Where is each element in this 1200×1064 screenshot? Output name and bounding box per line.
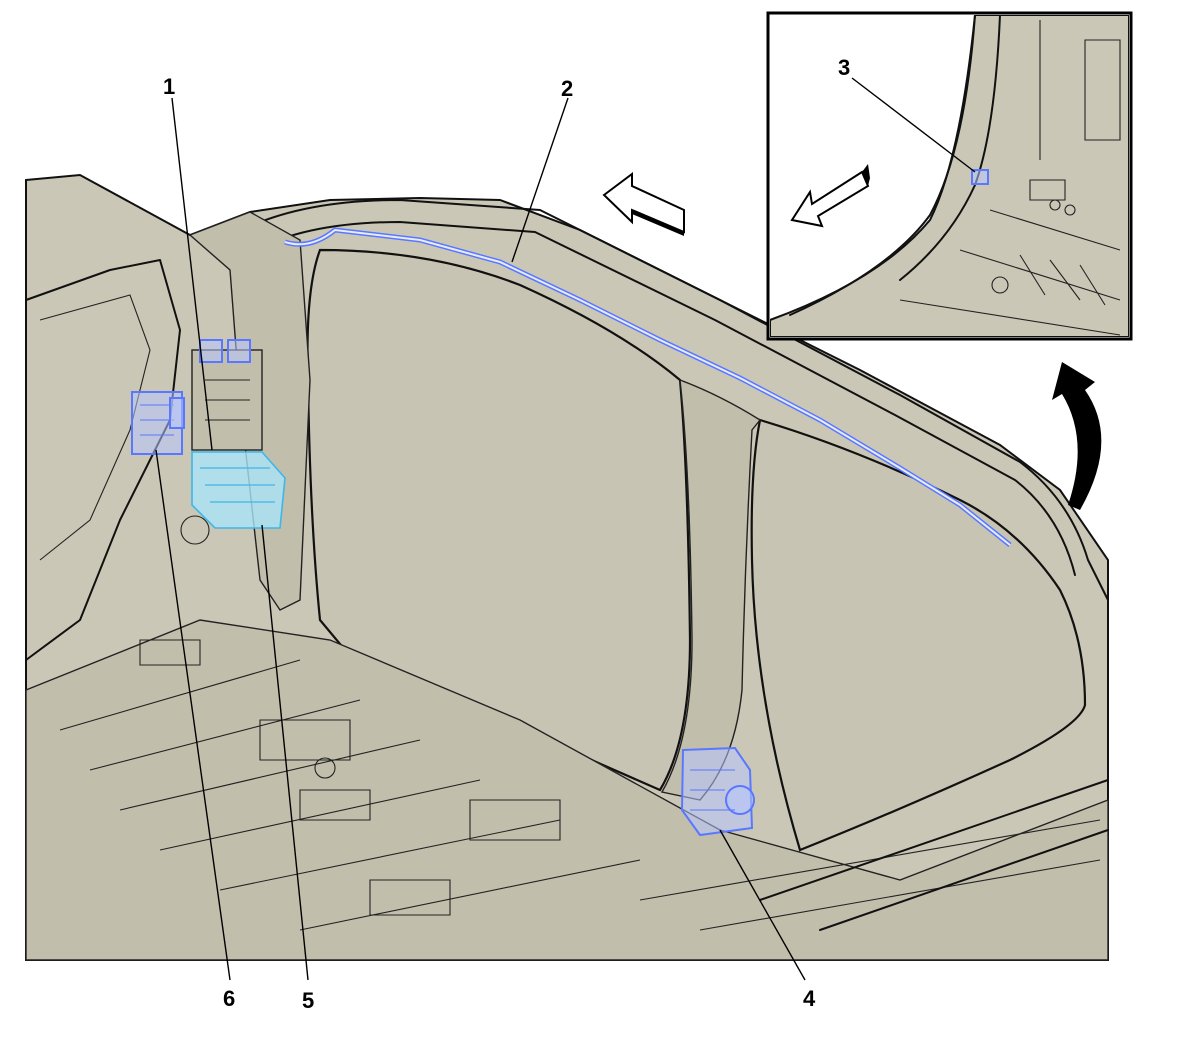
rear-panel-right [750,418,1087,852]
floor-ribs [59,659,1101,931]
callouts: 1 2 3 4 5 6 [155,55,976,1013]
floor-plug [314,757,336,779]
leader-2 [511,97,569,263]
callout-5: 5 [302,988,314,1013]
leader-1 [171,97,213,451]
callout-1: 1 [163,74,175,99]
roof-rail-inner [254,221,1076,576]
floor-panel [25,619,1109,961]
callout-6: 6 [223,986,235,1011]
inset-body [770,15,1129,337]
floor-plug-2 [180,515,210,545]
leader-3 [851,77,976,173]
inset-view [766,11,1133,341]
left-door-inner [39,294,151,561]
roof-harness-core [284,228,1011,546]
inset-direction-arrow-icon [790,164,870,228]
callout-2: 2 [561,76,573,101]
module-1 [191,339,263,451]
inset-details [899,20,1121,336]
callout-3: 3 [838,55,850,80]
rear-bed-edge [759,779,1109,931]
inset-pillar-edge [789,15,976,316]
leader-5 [261,524,309,981]
module-4 [680,746,755,837]
leader-6 [155,449,231,981]
main-view [25,172,1109,961]
left-door-edge [25,259,181,661]
roof-rail [237,199,1109,601]
leader-4 [719,829,806,981]
floor-details [139,639,561,916]
direction-arrow-icon [602,172,685,236]
component-3 [971,169,989,185]
module-5 [191,451,286,529]
rear-panel-left [306,248,692,792]
callout-4: 4 [803,986,816,1011]
rotate-view-arrow-icon [1052,362,1102,510]
module-6 [131,391,185,455]
